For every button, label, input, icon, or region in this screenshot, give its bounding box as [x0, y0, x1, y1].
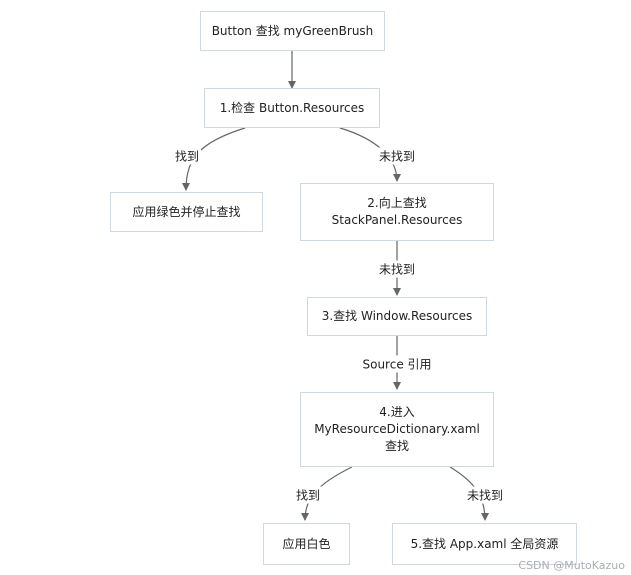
node-step2: 2.向上查找 StackPanel.Resources: [300, 183, 494, 241]
edge-label-source-ref: Source 引用: [360, 355, 434, 373]
node-found-white: 应用白色: [263, 523, 350, 565]
node-step3-label: 3.查找 Window.Resources: [321, 309, 473, 323]
watermark: CSDN @MutoKazuo: [518, 559, 625, 572]
node-step1-label: 1.检查 Button.Resources: [219, 100, 365, 115]
edge-label-notfound4: 未找到: [464, 486, 506, 504]
node-found-white-label: 应用白色: [282, 536, 331, 551]
node-step2-line2: StackPanel.Resources: [331, 213, 463, 227]
node-step5-label: 5.查找 App.xaml 全局资源: [410, 536, 559, 551]
node-step3: 3.查找 Window.Resources: [307, 297, 487, 336]
node-step4-line1: 4.进入: [379, 405, 415, 419]
edge-label-found4: 找到: [293, 486, 323, 504]
node-step1: 1.检查 Button.Resources: [204, 88, 380, 128]
node-step2-line1: 2.向上查找: [367, 196, 427, 210]
node-step5: 5.查找 App.xaml 全局资源: [392, 523, 577, 565]
node-step4: 4.进入 MyResourceDictionary.xaml 查找: [300, 392, 494, 467]
node-found-green: 应用绿色并停止查找: [110, 192, 263, 232]
edge-label-found1: 找到: [172, 147, 202, 165]
node-step4-line3: 查找: [384, 439, 409, 453]
node-start-label: Button 查找 myGreenBrush: [211, 23, 374, 38]
edge-label-notfound1: 未找到: [376, 147, 418, 165]
edge-label-notfound2: 未找到: [376, 260, 418, 278]
node-start: Button 查找 myGreenBrush: [200, 11, 385, 51]
node-found-green-label: 应用绿色并停止查找: [132, 204, 241, 219]
node-step4-line2: MyResourceDictionary.xaml: [314, 422, 480, 436]
